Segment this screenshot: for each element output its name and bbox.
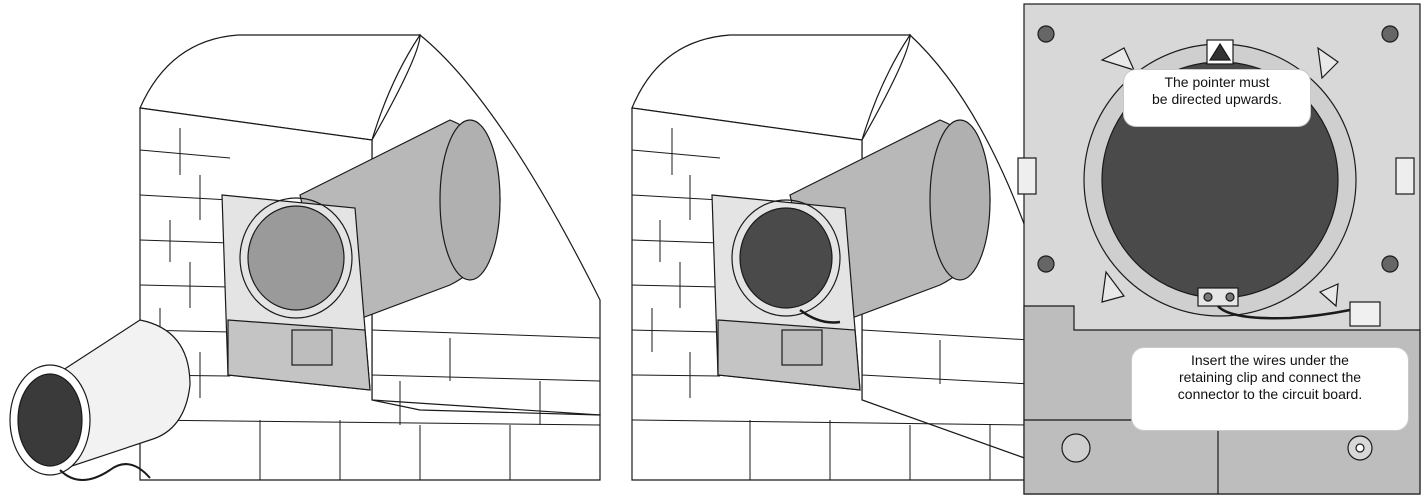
wall-arch-top-2	[631, 34, 912, 141]
callout-pointer-line-1: The pointer must	[1164, 74, 1270, 90]
latch-left	[1017, 157, 1037, 195]
scene-1-fan-insertion	[9, 33, 601, 481]
callout-wires-line-3: connector to the circuit board.	[1177, 385, 1363, 402]
circuit-board-connector	[1349, 301, 1381, 327]
brick-pattern-2	[631, 128, 1031, 480]
callout-insert-wires: Insert the wires under the retaining cli…	[1132, 348, 1408, 430]
callout-pointer-line-2: be directed upwards.	[1152, 90, 1282, 107]
terminal-block-2	[781, 329, 823, 366]
duct-end	[439, 119, 501, 281]
screw-icon	[1037, 25, 1399, 462]
callout-wires-line-1: Insert the wires under the	[1191, 352, 1349, 368]
scene-2-panel-mounted	[631, 33, 1031, 481]
latch-right	[1395, 157, 1415, 195]
panel-opening	[247, 205, 345, 311]
wall-arch-top	[139, 34, 422, 141]
cable-gland-left	[1061, 433, 1091, 463]
wire-2	[799, 308, 841, 324]
fan-cable	[59, 463, 151, 481]
terminal-block	[291, 329, 333, 366]
wires	[1217, 305, 1351, 320]
panel-opening-2	[739, 207, 833, 309]
callout-wires-line-2: retaining clip and connect the	[1178, 368, 1362, 385]
fan-filter	[17, 373, 83, 467]
callout-pointer-direction: The pointer must be directed upwards.	[1124, 70, 1310, 126]
duct-end-2	[929, 119, 991, 281]
